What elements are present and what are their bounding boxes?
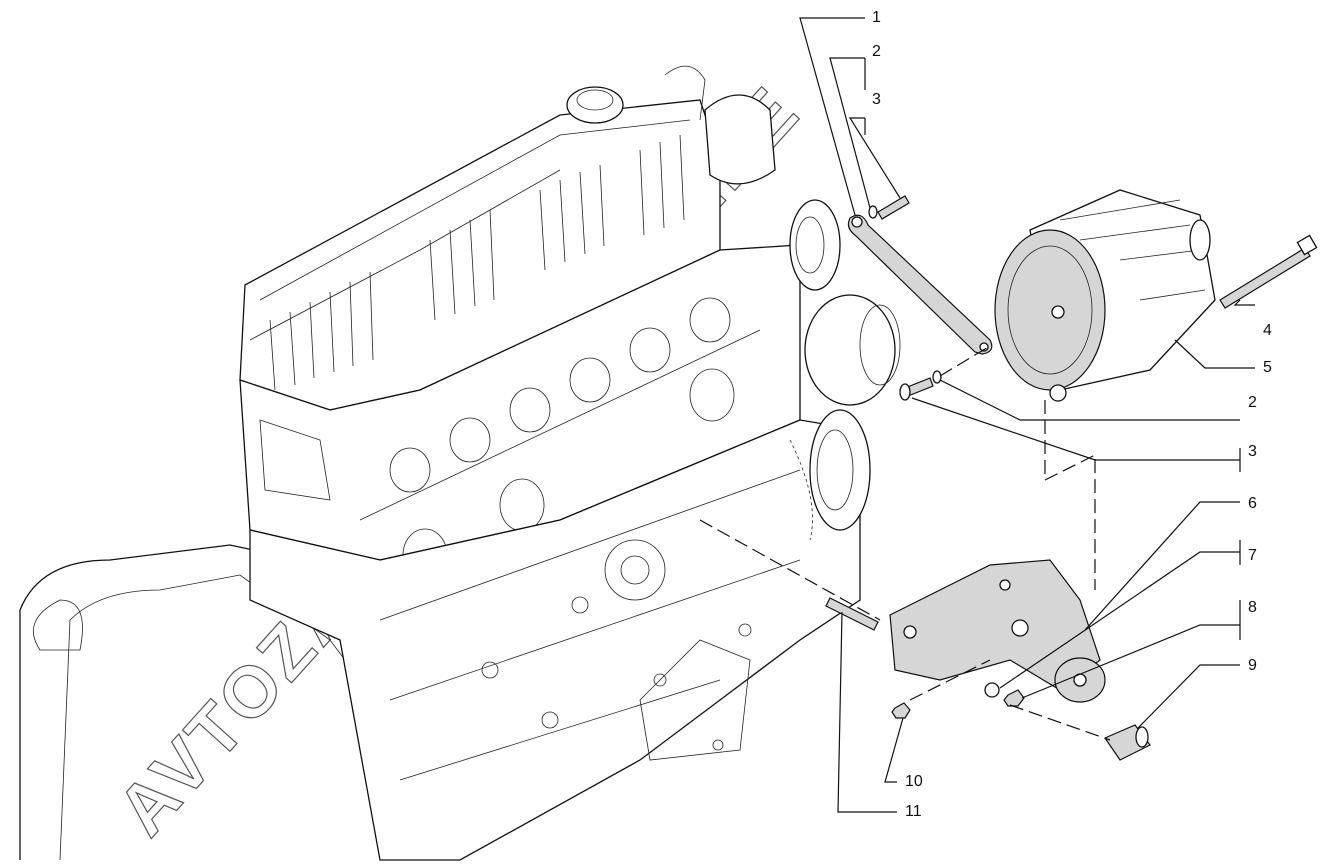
callout-6: 6 bbox=[1248, 495, 1257, 512]
engine-assembly bbox=[19, 65, 901, 861]
callout-2-mid: 2 bbox=[1248, 394, 1257, 411]
alternator bbox=[994, 189, 1216, 402]
callout-9: 9 bbox=[1248, 657, 1257, 674]
adjusting-bar bbox=[847, 214, 993, 355]
callout-leaders bbox=[799, 17, 1255, 813]
callout-1: 1 bbox=[872, 9, 881, 26]
callout-3-mid: 3 bbox=[1248, 443, 1257, 460]
camshaft-pulley bbox=[789, 199, 841, 291]
callout-2-top: 2 bbox=[872, 43, 881, 60]
callout-5: 5 bbox=[1263, 359, 1272, 376]
callout-8: 8 bbox=[1248, 599, 1257, 616]
callout-4: 4 bbox=[1263, 322, 1272, 339]
callout-3-top: 3 bbox=[872, 91, 881, 108]
cylinder-block bbox=[249, 419, 861, 861]
oil-filler-cap bbox=[566, 86, 624, 124]
callout-10: 10 bbox=[905, 773, 923, 790]
bolt-top bbox=[877, 195, 910, 220]
assembly-lines bbox=[699, 345, 1111, 741]
stud bbox=[825, 597, 879, 631]
callout-11: 11 bbox=[905, 803, 922, 820]
callout-7: 7 bbox=[1248, 547, 1257, 564]
long-bolt bbox=[1219, 247, 1311, 309]
